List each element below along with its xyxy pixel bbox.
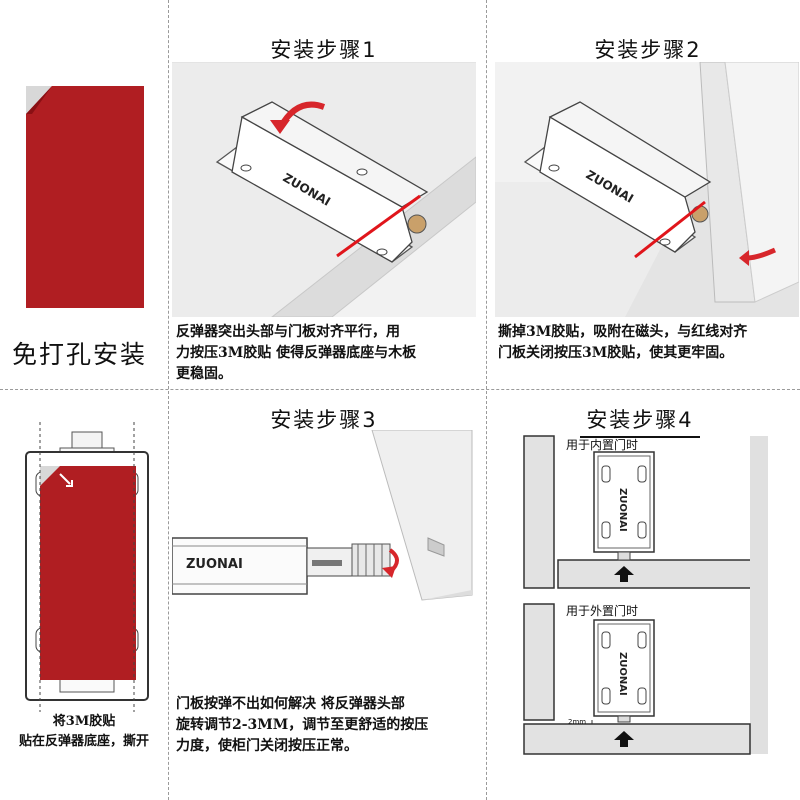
step3-caption: 门板按弹不出如何解决 将反弹器头部 旋转调节2-3MM，调节至更舒适的按压 力度… [176,696,429,754]
step1-caption: 反弹器突出头部与门板对齐平行，用 力按压3M胶贴 使得反弹器底座与木板 更稳固。 [176,324,417,382]
step2-red-line [634,200,706,259]
tape-illustration [22,84,148,310]
step1-title: 安装步骤1 [264,34,384,68]
divider-vertical-2 [486,0,487,800]
step1-red-line [336,194,421,258]
step2-title: 安装步骤2 [588,34,708,68]
divider-horizontal [0,389,800,390]
divider-vertical-1 [168,0,169,800]
tape-caption: 将3M胶贴 贴在反弹器底座，撕开 [18,714,149,749]
step4-title: 安装步骤4 [580,404,700,438]
no-drill-label: 免打孔安装 [12,340,148,369]
step2-caption: 撕掉3M胶贴，吸附在磁头，与红线对齐 门板关闭按压3M胶贴，使其更牢固。 [498,324,748,361]
step4-brand-bottom: ZUONAI [617,652,628,696]
gap-label: 2mm [568,718,586,726]
step1-illustration: ZUONAI [172,62,476,317]
step2-illustration: ZUONAI [495,62,799,317]
inner-door-label: 用于内置门时 [566,438,639,452]
step3-illustration: ZUONAI [172,430,476,688]
step4-illustration: ZUONAI ZUONAI 2mm [522,432,772,762]
step4-brand-top: ZUONAI [617,488,628,532]
tape-on-base-illustration [22,422,152,712]
step3-brand: ZUONAI [186,557,243,572]
outer-door-label: 用于外置门时 [566,604,639,618]
